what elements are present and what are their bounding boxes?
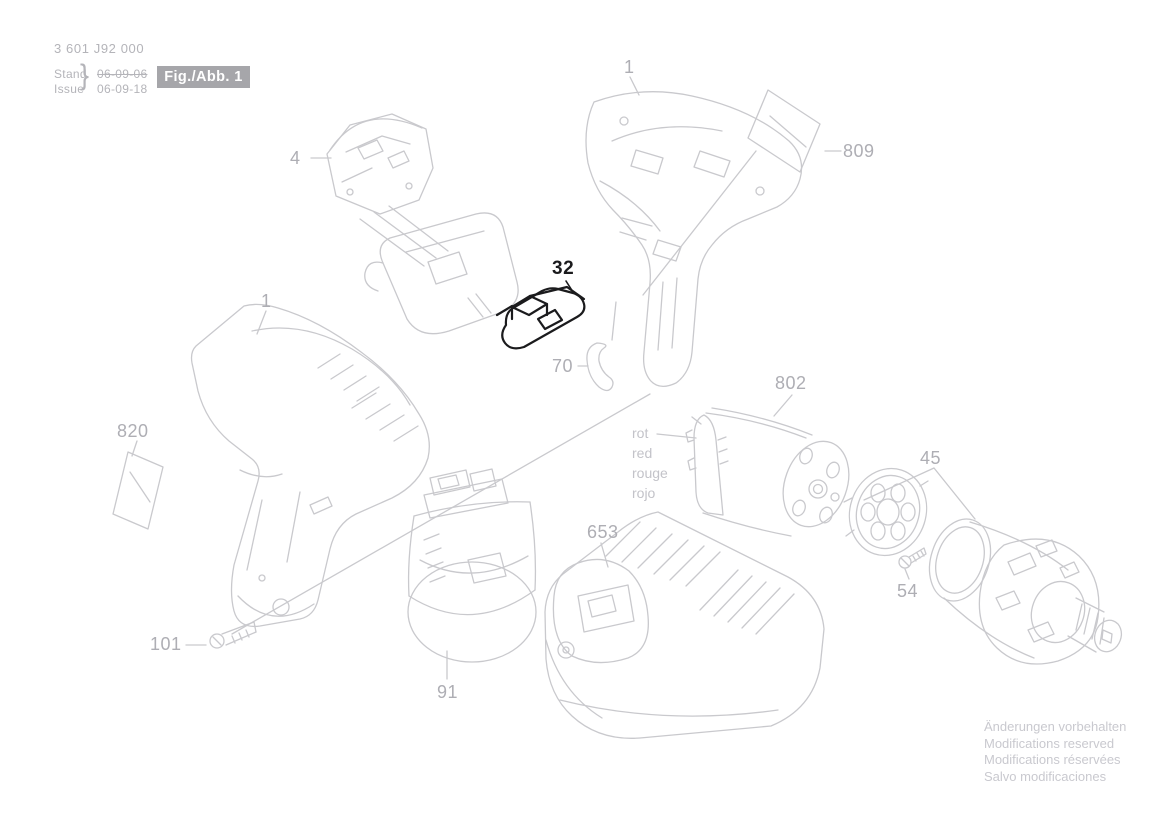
sticker-809-drawing [642, 89, 821, 296]
wire-color-en: red [632, 445, 653, 461]
switch-assembly-drawing [326, 113, 519, 335]
housing-left-drawing [190, 303, 430, 628]
wire-color-de: rot [632, 425, 649, 441]
callout-part-45-gearbox: 45 [920, 448, 942, 468]
spring-clip-drawing [586, 301, 617, 392]
modifications-notice: Änderungen vorbehalten Modifications res… [984, 719, 1126, 785]
callout-part-32-battery-release: 32 [552, 258, 575, 279]
callout-part-101-screw: 101 [150, 634, 182, 654]
issue-label: Issue [54, 82, 85, 96]
screw-54-drawing [898, 547, 927, 569]
wire-color-fr: rouge [632, 465, 668, 481]
gear-plate-drawing [843, 467, 929, 557]
stand-label: Stand [54, 67, 87, 81]
leader-lines [131, 76, 976, 680]
callout-part-653-charger: 653 [587, 522, 619, 542]
issue-date: 06-09-18 [97, 82, 148, 96]
callout-part-70-spring-clip: 70 [552, 356, 574, 376]
stand-date: 06-09-06 [97, 67, 148, 81]
housing-right-drawing [585, 91, 803, 387]
notice-line-en: Modifications reserved [984, 735, 1115, 751]
type-number: 3 601 J92 000 [54, 41, 145, 56]
callout-part-802-motor: 802 [775, 373, 807, 393]
callout-part-1-housing-left: 1 [261, 291, 272, 311]
screw-101-drawing [209, 621, 257, 649]
wire-color-es: rojo [632, 485, 656, 501]
notice-line-fr: Modifications réservées [984, 752, 1121, 767]
motor-drawing [685, 407, 850, 537]
callout-part-54-screw: 54 [897, 581, 919, 601]
battery-pack-drawing [407, 468, 537, 663]
charger-drawing [544, 511, 825, 739]
wire-color-note: rot red rouge rojo [632, 423, 668, 503]
battery-release-button-drawing [495, 280, 586, 350]
callout-part-820-sticker: 820 [117, 421, 149, 441]
notice-line-de: Änderungen vorbehalten [984, 719, 1127, 734]
callout-part-1-housing-right: 1 [624, 57, 635, 77]
figure-label-box: Fig./Abb. 1 [157, 66, 250, 88]
stand-issue-brace: } [80, 59, 90, 91]
callout-part-809-sticker: 809 [843, 141, 875, 161]
callout-part-4-switch-assembly: 4 [290, 148, 301, 168]
notice-line-es: Salvo modificaciones [984, 768, 1107, 784]
gearbox-drawing [928, 518, 1123, 665]
callout-part-91-battery: 91 [437, 682, 459, 702]
sticker-820-drawing [112, 451, 164, 530]
